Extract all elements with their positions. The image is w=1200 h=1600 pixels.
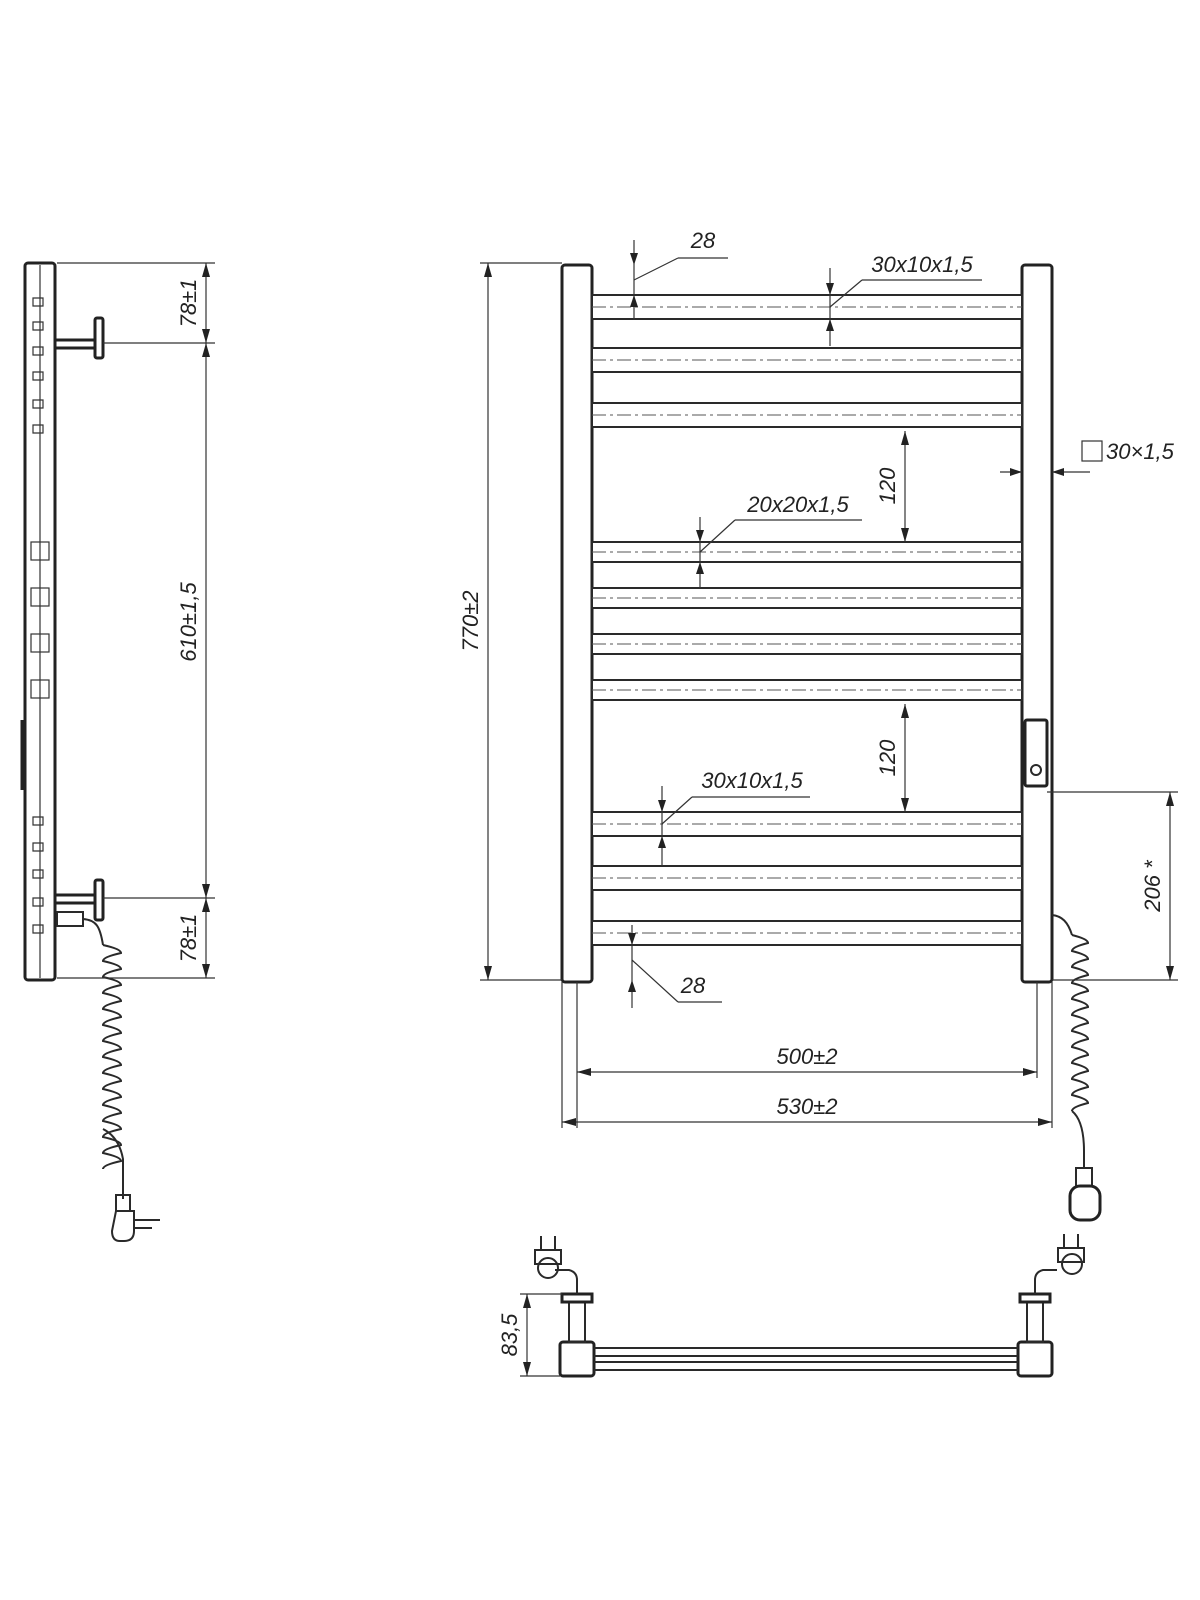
top-rail-gap-label: 28 — [690, 228, 716, 253]
heater-control-box — [1023, 718, 1049, 788]
side-rail-ends — [30, 297, 50, 934]
side-top-offset-label: 78±1 — [176, 279, 201, 328]
side-dimension-lines — [57, 262, 215, 979]
side-center-distance-label: 610±1,5 — [176, 582, 201, 662]
right-upright — [1020, 263, 1054, 984]
side-upright — [23, 261, 57, 982]
heater-height-label: 206 * — [1140, 859, 1165, 913]
outer-width-label: 530±2 — [776, 1094, 837, 1119]
inner-width-label: 500±2 — [776, 1044, 837, 1069]
bottom-rail-profile-label: 30x10x1,5 — [701, 768, 803, 793]
side-bottom-bracket — [55, 878, 105, 927]
front-spiral-cable — [1051, 914, 1102, 1222]
front-dimension-lines — [480, 240, 1178, 1128]
bottom-rail-gap-label: 28 — [680, 973, 706, 998]
total-height-label: 770±2 — [458, 590, 483, 651]
front-view: 770±2 28 30x10x1,5 120 30×1,5 20x20x1,5 … — [458, 228, 1178, 1222]
middle-rail-profile-label: 20x20x1,5 — [746, 492, 849, 517]
side-view: 78±1 610±1,5 78±1 — [20, 261, 215, 1242]
wall-depth-label: 83,5 — [497, 1313, 522, 1357]
side-top-bracket — [55, 316, 105, 360]
crossbars-group-top — [591, 294, 1023, 428]
top-right-plug — [1034, 1234, 1085, 1294]
side-bottom-offset-label: 78±1 — [176, 914, 201, 963]
side-spiral-cable — [82, 918, 160, 1242]
top-rail-profile-label: 30x10x1,5 — [871, 252, 973, 277]
top-view: 83,5 — [497, 1234, 1085, 1378]
crossbars-group-middle — [591, 541, 1023, 701]
crossbars-group-bottom — [591, 811, 1023, 946]
top-left-plug — [534, 1236, 578, 1294]
left-upright — [560, 263, 594, 984]
lower-spacing-label: 120 — [875, 739, 900, 776]
upright-profile-label: 30×1,5 — [1106, 439, 1175, 464]
upper-spacing-label: 120 — [875, 467, 900, 504]
